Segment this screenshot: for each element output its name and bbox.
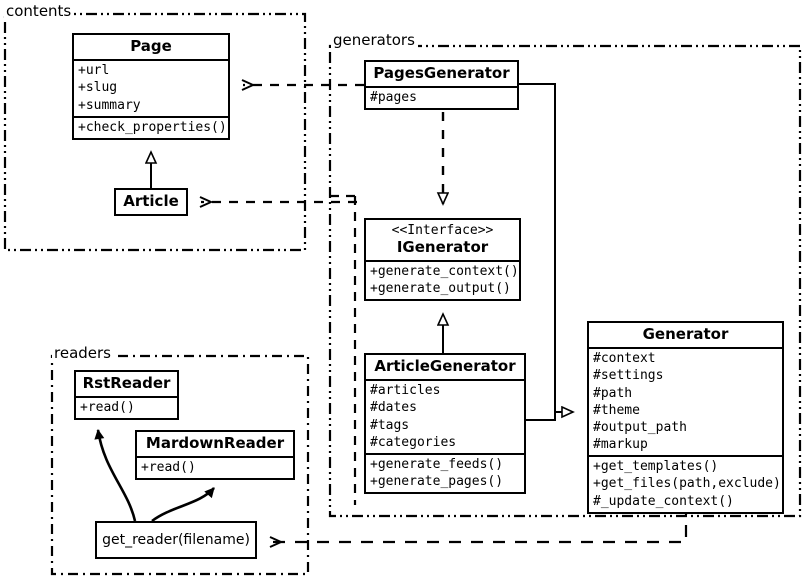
class-box-page[interactable]: Page +url +slug +summary +check_properti… — [72, 33, 230, 140]
class-name-articlegenerator: ArticleGenerator — [374, 357, 516, 375]
class-name-label-igenerator: IGenerator — [396, 237, 489, 256]
class-stereotype-igenerator: <<Interface>> — [391, 223, 494, 238]
class-methods-mardownreader: +read() — [137, 456, 293, 478]
class-name-igenerator: <<Interface>> IGenerator — [366, 220, 519, 260]
class-attribute: #markup — [593, 437, 648, 453]
class-method: +check_properties() — [78, 119, 227, 135]
connector-pagesgenerator-to-generator — [519, 83, 573, 412]
class-attributes-pagesgenerator: #pages — [366, 86, 517, 108]
class-box-rstreader[interactable]: RstReader +read() — [74, 370, 179, 421]
class-method: +generate_feeds() — [370, 456, 504, 472]
connector-get-reader-to-mardownreader — [151, 487, 215, 523]
class-attribute: #theme — [593, 402, 640, 418]
class-box-pagesgenerator[interactable]: PagesGenerator #pages — [364, 60, 519, 111]
class-name-article: Article — [123, 192, 179, 210]
class-methods-generator: +get_templates() +get_files(path,exclude… — [589, 455, 782, 511]
class-methods-igenerator: +generate_context() +generate_output() — [366, 259, 519, 299]
class-attribute: #tags — [370, 417, 410, 433]
class-method: +generate_context() — [370, 263, 519, 279]
class-attributes-generator: #context #settings #path #theme #output_… — [589, 347, 782, 455]
class-attribute: #context — [593, 351, 656, 367]
function-label-get-reader: get_reader(filename) — [102, 532, 250, 548]
class-method: +read() — [141, 460, 196, 476]
class-methods-rstreader: +read() — [76, 396, 177, 418]
class-attribute: #settings — [593, 368, 664, 384]
class-box-generator[interactable]: Generator #context #settings #path #them… — [587, 321, 784, 514]
package-frame-generators — [328, 44, 802, 518]
class-method: +read() — [80, 400, 135, 416]
class-attribute: #articles — [370, 383, 441, 399]
class-name-rstreader: RstReader — [82, 374, 171, 392]
class-attributes-page: +url +slug +summary — [74, 59, 228, 115]
class-attribute: #path — [593, 385, 633, 401]
package-frame-readers — [50, 354, 310, 576]
class-attribute: +url — [78, 63, 110, 79]
class-attributes-articlegenerator: #articles #dates #tags #categories — [366, 379, 524, 453]
class-attribute: #pages — [370, 90, 417, 106]
connector-get-reader-to-rstreader — [94, 429, 137, 522]
class-attribute: +summary — [78, 97, 141, 113]
package-label-contents: contents — [4, 2, 75, 20]
class-attribute: #dates — [370, 400, 417, 416]
class-attribute: #output_path — [593, 419, 687, 435]
class-name-generator: Generator — [642, 325, 729, 343]
class-attribute: +slug — [78, 80, 118, 96]
class-methods-page: +check_properties() — [74, 115, 228, 138]
class-box-igenerator[interactable]: <<Interface>> IGenerator +generate_conte… — [364, 218, 521, 302]
class-method: +get_files(path,exclude) — [593, 476, 781, 492]
class-name-page: Page — [130, 37, 172, 55]
package-label-readers: readers — [52, 344, 114, 362]
class-method: +get_templates() — [593, 459, 719, 475]
class-box-article[interactable]: Article — [114, 188, 188, 217]
class-box-mardownreader[interactable]: MardownReader +read() — [135, 430, 295, 481]
class-method: +generate_output() — [370, 281, 511, 296]
class-methods-articlegenerator: +generate_feeds() +generate_pages() — [366, 452, 524, 492]
function-box-get-reader[interactable]: get_reader(filename) — [95, 521, 257, 559]
package-label-generators: generators — [331, 31, 418, 49]
class-name-mardownreader: MardownReader — [145, 434, 285, 452]
connector-articlegenerator-to-generator — [526, 412, 556, 421]
class-method: #_update_context() — [593, 493, 734, 509]
connector-generator-to-get-reader — [271, 503, 688, 542]
class-attribute: #categories — [370, 434, 457, 450]
package-frame-contents — [3, 12, 307, 252]
class-box-articlegenerator[interactable]: ArticleGenerator #articles #dates #tags … — [364, 353, 526, 495]
class-method: +generate_pages() — [370, 474, 504, 490]
class-name-pagesgenerator: PagesGenerator — [373, 64, 510, 82]
